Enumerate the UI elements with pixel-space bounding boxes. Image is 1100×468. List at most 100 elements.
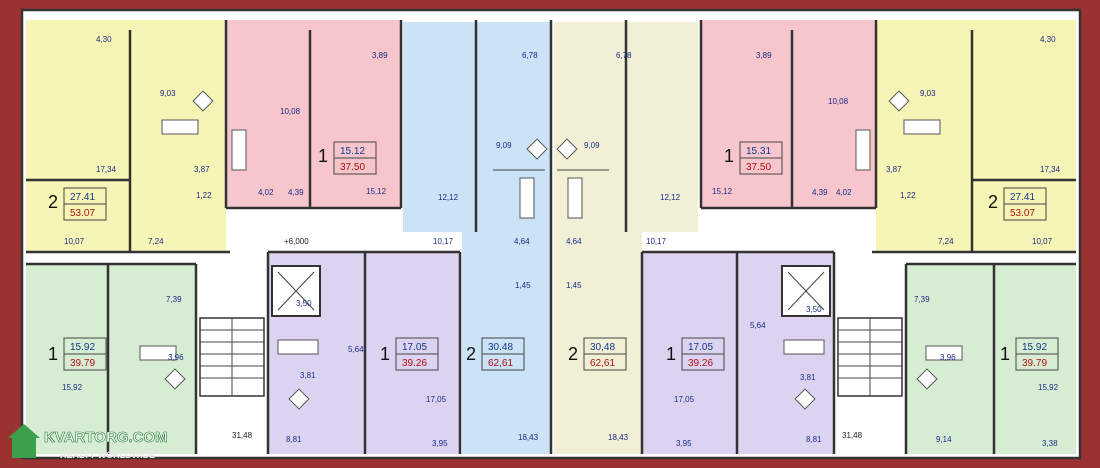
area-label: 9,14 [936,435,952,444]
area-label: 6,78 [616,51,632,60]
elevator-left [271,265,321,317]
area-label: 3,87 [886,165,902,174]
area-label: 7,39 [166,295,182,304]
level-mark: +6,000 [284,237,309,246]
area-label: 4,64 [514,237,530,246]
walls [20,8,1082,460]
living-area: 17.05 [402,342,427,353]
area-label: 3,38 [1042,439,1058,448]
area-label: 12,12 [660,193,681,202]
apartment-badge-top-left-pink: 1 15.12 37.50 [318,141,377,175]
room-count: 1 [1000,344,1010,364]
area-label: 12,12 [438,193,459,202]
living-area: 30.48 [488,342,513,353]
room-count: 2 [48,192,58,212]
total-area: 62,61 [488,358,513,369]
total-area: 53.07 [70,208,95,219]
area-label: 4,30 [1040,35,1056,44]
area-label: 15,92 [1038,383,1059,392]
area-label: 17,34 [96,165,117,174]
area-label: 17,05 [674,395,695,404]
area-label: 10,17 [433,237,454,246]
area-label: 18,43 [608,433,629,442]
area-label: 17,34 [1040,165,1061,174]
area-label: 4,39 [812,188,828,197]
total-area: 37.50 [746,162,771,173]
area-label: 5,64 [750,321,766,330]
room-count: 1 [318,146,328,166]
living-area: 15.12 [340,146,365,157]
room-count: 2 [988,192,998,212]
area-label: 8,81 [806,435,822,444]
area-label: 4,02 [258,188,274,197]
apartment-top-left-yellow [26,20,226,252]
total-area: 39.79 [1022,358,1047,369]
area-label: 9,09 [584,141,600,150]
watermark-brand: KVARTORG.COM [44,429,168,446]
area-label: 3,81 [800,373,816,382]
house-icon [8,424,40,458]
area-label: 3,87 [194,165,210,174]
area-label: 3,50 [296,299,312,308]
apartment-badge-top-left-yellow: 2 27.41 53.07 [48,187,107,221]
room-count: 1 [724,146,734,166]
area-label: 6,78 [522,51,538,60]
area-label: 3,95 [676,439,692,448]
area-label: 1,22 [900,191,916,200]
living-area: 30,48 [590,342,615,353]
area-label: 10,07 [64,237,85,246]
living-area: 15.31 [746,146,771,157]
apartment-top-right-yellow [876,20,1076,252]
apartment-badge-top-right-pink: 1 15.31 37.50 [724,141,783,175]
apartment-badge-bottom-right-green: 1 15.92 39.79 [1000,337,1059,371]
area-label: 1,45 [566,281,582,290]
area-label: 31,48 [842,431,863,440]
apartment-badge-center-blue: 2 30.48 62,61 [466,337,525,371]
area-label: 9,03 [920,89,936,98]
living-area: 27.41 [1010,192,1035,203]
area-label: 10,17 [646,237,667,246]
area-label: 3,96 [168,353,184,362]
area-label: 7,39 [914,295,930,304]
area-label: 9,03 [160,89,176,98]
total-area: 62,61 [590,358,615,369]
elevator-right [781,265,831,317]
area-label: 17,05 [426,395,447,404]
area-label: 10,07 [1032,237,1053,246]
area-label: 3,81 [300,371,316,380]
apartment-badge-bottom-left-purple: 1 17.05 39.26 [380,337,439,371]
area-label: 4,64 [566,237,582,246]
watermark: KVARTORG.COM REALTY WORLDWIDE [8,424,168,460]
living-area: 15.92 [1022,342,1047,353]
area-label: 3,89 [372,51,388,60]
total-area: 39.26 [688,358,713,369]
area-label: 3,95 [432,439,448,448]
room-count: 1 [380,344,390,364]
stairs-right [837,317,903,397]
watermark-tagline: REALTY WORLDWIDE [60,450,155,460]
area-label: 31,48 [232,431,253,440]
living-area: 27.41 [70,192,95,203]
total-area: 53.07 [1010,208,1035,219]
living-area: 15.92 [70,342,95,353]
living-area: 17.05 [688,342,713,353]
room-count: 1 [48,344,58,364]
area-labels: 4,30 9,03 17,34 3,87 1,22 10,07 7,24 3,8… [62,35,1061,448]
area-label: 5,64 [348,345,364,354]
total-area: 39.79 [70,358,95,369]
area-label: 15,12 [366,187,387,196]
room-count: 1 [666,344,676,364]
area-label: 15,12 [712,187,733,196]
area-label: 3,50 [806,305,822,314]
area-label: 7,24 [938,237,954,246]
apartment-center-cream-bottom [554,232,642,454]
bathroom-fixtures [139,90,963,410]
area-label: 1,45 [515,281,531,290]
room-count: 2 [466,344,476,364]
room-count: 2 [568,344,578,364]
area-label: 1,22 [196,191,212,200]
area-label: 10,08 [280,107,301,116]
area-label: 4,30 [96,35,112,44]
stairs-left [199,317,265,397]
